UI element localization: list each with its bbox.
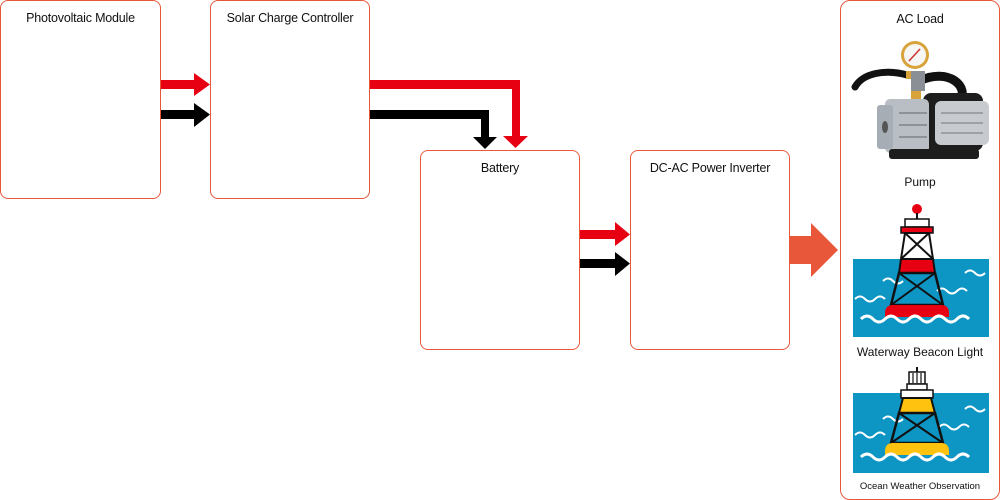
block-title: DC-AC Power Inverter (649, 161, 771, 175)
controller-to-battery-positive-arrow (370, 80, 528, 148)
battery-to-inverter-positive-arrow (580, 222, 630, 246)
block-title: Battery (480, 161, 520, 175)
block-title: AC Load (896, 12, 944, 26)
photovoltaic-module-block: Photovoltaic Module (0, 0, 161, 199)
block-title: Photovoltaic Module (26, 11, 135, 25)
inverter-to-load-ac-arrow (790, 223, 838, 277)
pv-to-controller-negative-arrow (161, 103, 210, 127)
pv-to-controller-positive-arrow (161, 73, 210, 96)
battery-to-inverter-negative-arrow (580, 252, 630, 276)
battery-block: Battery (420, 150, 580, 350)
load-label-pump: Pump (904, 175, 936, 189)
red-beacon-buoy-icon (853, 204, 989, 337)
load-label-weather-observation: Ocean Weather Observation (859, 481, 981, 492)
solar-charge-controller-block: Solar Charge Controller (210, 0, 370, 199)
block-title: Solar Charge Controller (226, 11, 354, 25)
controller-to-battery-negative-arrow (370, 110, 497, 149)
power-inverter-block: DC-AC Power Inverter (630, 150, 790, 350)
ac-load-block: AC Load Pump (840, 0, 1000, 500)
yellow-weather-buoy-icon (853, 367, 989, 473)
vacuum-pump-icon (851, 41, 989, 159)
load-label-beacon: Waterway Beacon Light (856, 345, 984, 359)
